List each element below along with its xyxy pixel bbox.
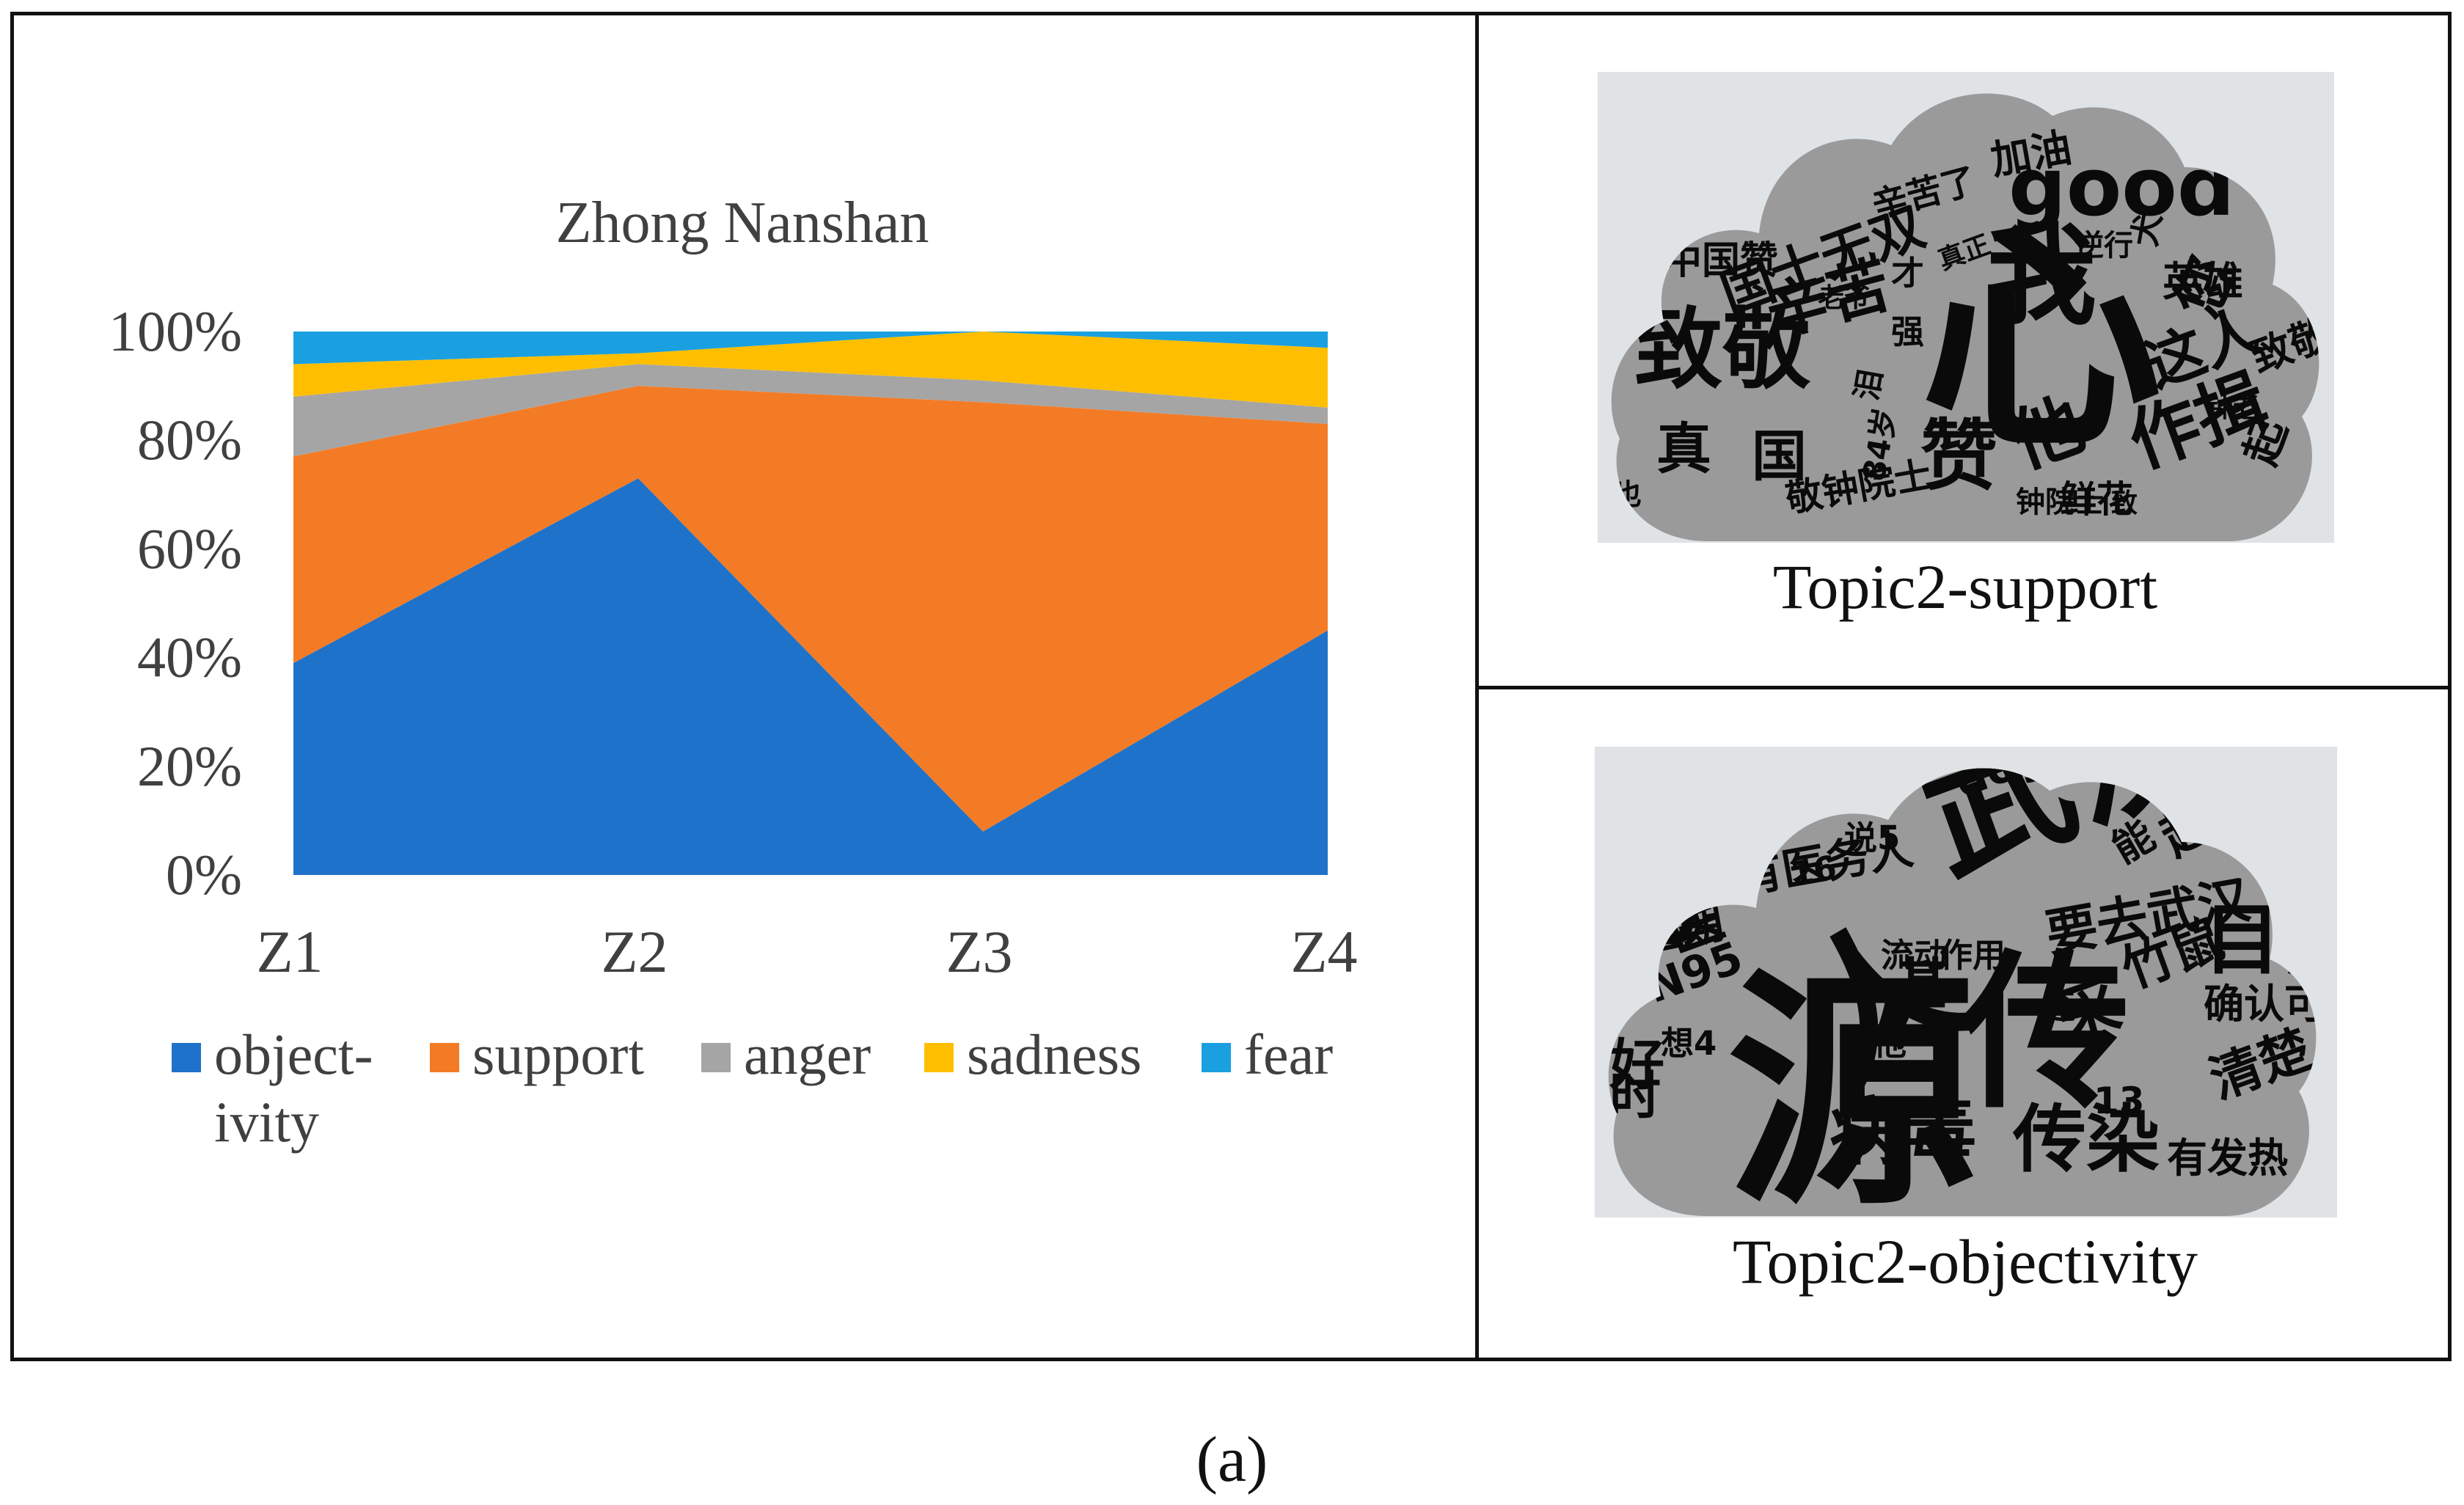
y-tick-label: 100% xyxy=(109,299,242,363)
cloud-word: 真 xyxy=(1656,417,1711,481)
cloud-word: 强 xyxy=(1891,312,1924,351)
cloud-word: 确认可 xyxy=(2204,981,2325,1028)
cloud-word: 钟院士 xyxy=(2016,486,2104,519)
legend-label: anger xyxy=(744,1022,871,1086)
legend-item-fear: fear xyxy=(1202,1022,1333,1086)
wordcloud-support-svg: 心我致敬good赞他作揖您这人辛苦国士无双真国敬加油中国赞致敬英雄起鲜花犬敬钟院… xyxy=(1598,93,2319,542)
y-tick-label: 20% xyxy=(137,734,242,798)
legend-label: fear xyxy=(1244,1022,1333,1086)
legend-item-support: support xyxy=(430,1022,644,1086)
figure-label: (a) xyxy=(1196,1424,1268,1495)
legend-item-anger: anger xyxy=(701,1022,871,1086)
y-tick-label: 40% xyxy=(137,626,242,689)
cloud-word: 国 xyxy=(1752,424,1807,488)
cloud-word: 病毒 xyxy=(1829,1089,1976,1175)
cloud-word: 英雄 xyxy=(2163,258,2243,305)
cloud-shape xyxy=(1611,93,2319,542)
x-axis-ticks: Z1 Z2 Z3 Z4 xyxy=(256,918,1357,985)
x-tick-label: Z4 xyxy=(1290,918,1357,985)
cloud-word: 源 xyxy=(1727,948,1976,1217)
cloud-word: 13 xyxy=(2094,1080,2145,1122)
cloud-word: 老爷 xyxy=(1818,283,1871,313)
cloud-word: 基 xyxy=(1895,952,1951,1017)
cloud-word: 16 xyxy=(1788,848,1840,894)
cloud-word: 还 xyxy=(2042,987,2076,1026)
legend-label: sadness xyxy=(967,1022,1141,1086)
legend-swatch xyxy=(172,1043,201,1072)
cloud-word: 才 xyxy=(1891,254,1924,293)
cloud-word: 有发热 xyxy=(2167,1135,2288,1182)
cloud-word: 他 xyxy=(1873,1024,1907,1063)
cloud-word: 流动 xyxy=(1881,936,1947,975)
cloud-word: 钟老 xyxy=(2207,393,2259,423)
cloud-word: 赞 xyxy=(1920,411,1997,501)
wordcloud-support-caption: Topic2-support xyxy=(1772,552,2158,622)
cloud-word: 中国赞 xyxy=(1664,239,1778,283)
cloud-word: 敬 xyxy=(1598,309,1630,361)
horizontal-divider xyxy=(1475,686,2452,689)
chart-legend: object-ivity support anger sadness fear xyxy=(172,1022,1333,1154)
cloud-word: 传 xyxy=(1961,936,2130,1132)
cloud-word: 泪 xyxy=(1849,367,1890,403)
chart-title: Zhong Nanshan xyxy=(556,191,929,255)
y-tick-label: 0% xyxy=(166,843,242,907)
chart-areas xyxy=(293,332,1328,875)
cloud-word: 我 xyxy=(1986,213,2096,340)
x-tick-label: Z3 xyxy=(946,918,1012,985)
x-tick-label: Z1 xyxy=(256,918,323,985)
area-fear xyxy=(293,332,1328,365)
legend-swatch xyxy=(430,1043,459,1072)
legend-swatch xyxy=(701,1043,731,1072)
cloud-word: 传染 xyxy=(2012,1096,2160,1182)
legend-label: ivity xyxy=(214,1090,319,1154)
legend-item-sadness: sadness xyxy=(924,1022,1141,1086)
cloud-word: 时 xyxy=(1609,1066,1661,1126)
cloud-word: 致 xyxy=(2111,488,2138,519)
y-tick-label: 80% xyxy=(137,408,242,472)
area-sadness xyxy=(293,332,1328,408)
wordcloud-objectivity-caption: Topic2-objectivity xyxy=(1732,1226,2198,1297)
cloud-word: 逆行 xyxy=(2074,229,2133,263)
cloud-word: 心 xyxy=(1920,199,2163,481)
cloud-word: 说5 xyxy=(1844,819,1900,857)
cloud-word: 致敬 xyxy=(1634,299,1811,401)
cloud-word: 也 xyxy=(1612,478,1642,512)
y-tick-label: 60% xyxy=(137,516,242,580)
cloud-word: 犬 xyxy=(2125,210,2169,249)
wordcloud-objectivity: 源传人武汉病毒传染目前已医要去武汉竹鼠采基起清楚好时N95近期有医务人doge但… xyxy=(1595,747,2337,1217)
area-support xyxy=(293,386,1328,832)
x-tick-label: Z2 xyxy=(601,918,668,985)
area-object-ivity xyxy=(293,478,1328,875)
legend-item-object-ivity: object-ivity xyxy=(172,1022,373,1154)
y-axis-ticks: 0% 20% 40% 60% 80% 100% xyxy=(109,299,242,907)
legend-label: support xyxy=(472,1022,644,1086)
legend-swatch xyxy=(1202,1043,1231,1072)
wordcloud-objectivity-svg: 源传人武汉病毒传染目前已医要去武汉竹鼠采基起清楚好时N95近期有医务人doge但… xyxy=(1608,768,2325,1217)
cloud-word: 作用 xyxy=(1940,936,2006,975)
cloud-word: 想4 xyxy=(1661,1024,1717,1063)
area-anger xyxy=(293,364,1328,457)
cloud-word: 鲜花 xyxy=(2060,478,2133,521)
cloud-shape xyxy=(1608,768,2317,1216)
cloud-word: 好 xyxy=(1609,1033,1664,1097)
legend-label: object- xyxy=(214,1022,373,1086)
legend-swatch xyxy=(924,1043,954,1072)
